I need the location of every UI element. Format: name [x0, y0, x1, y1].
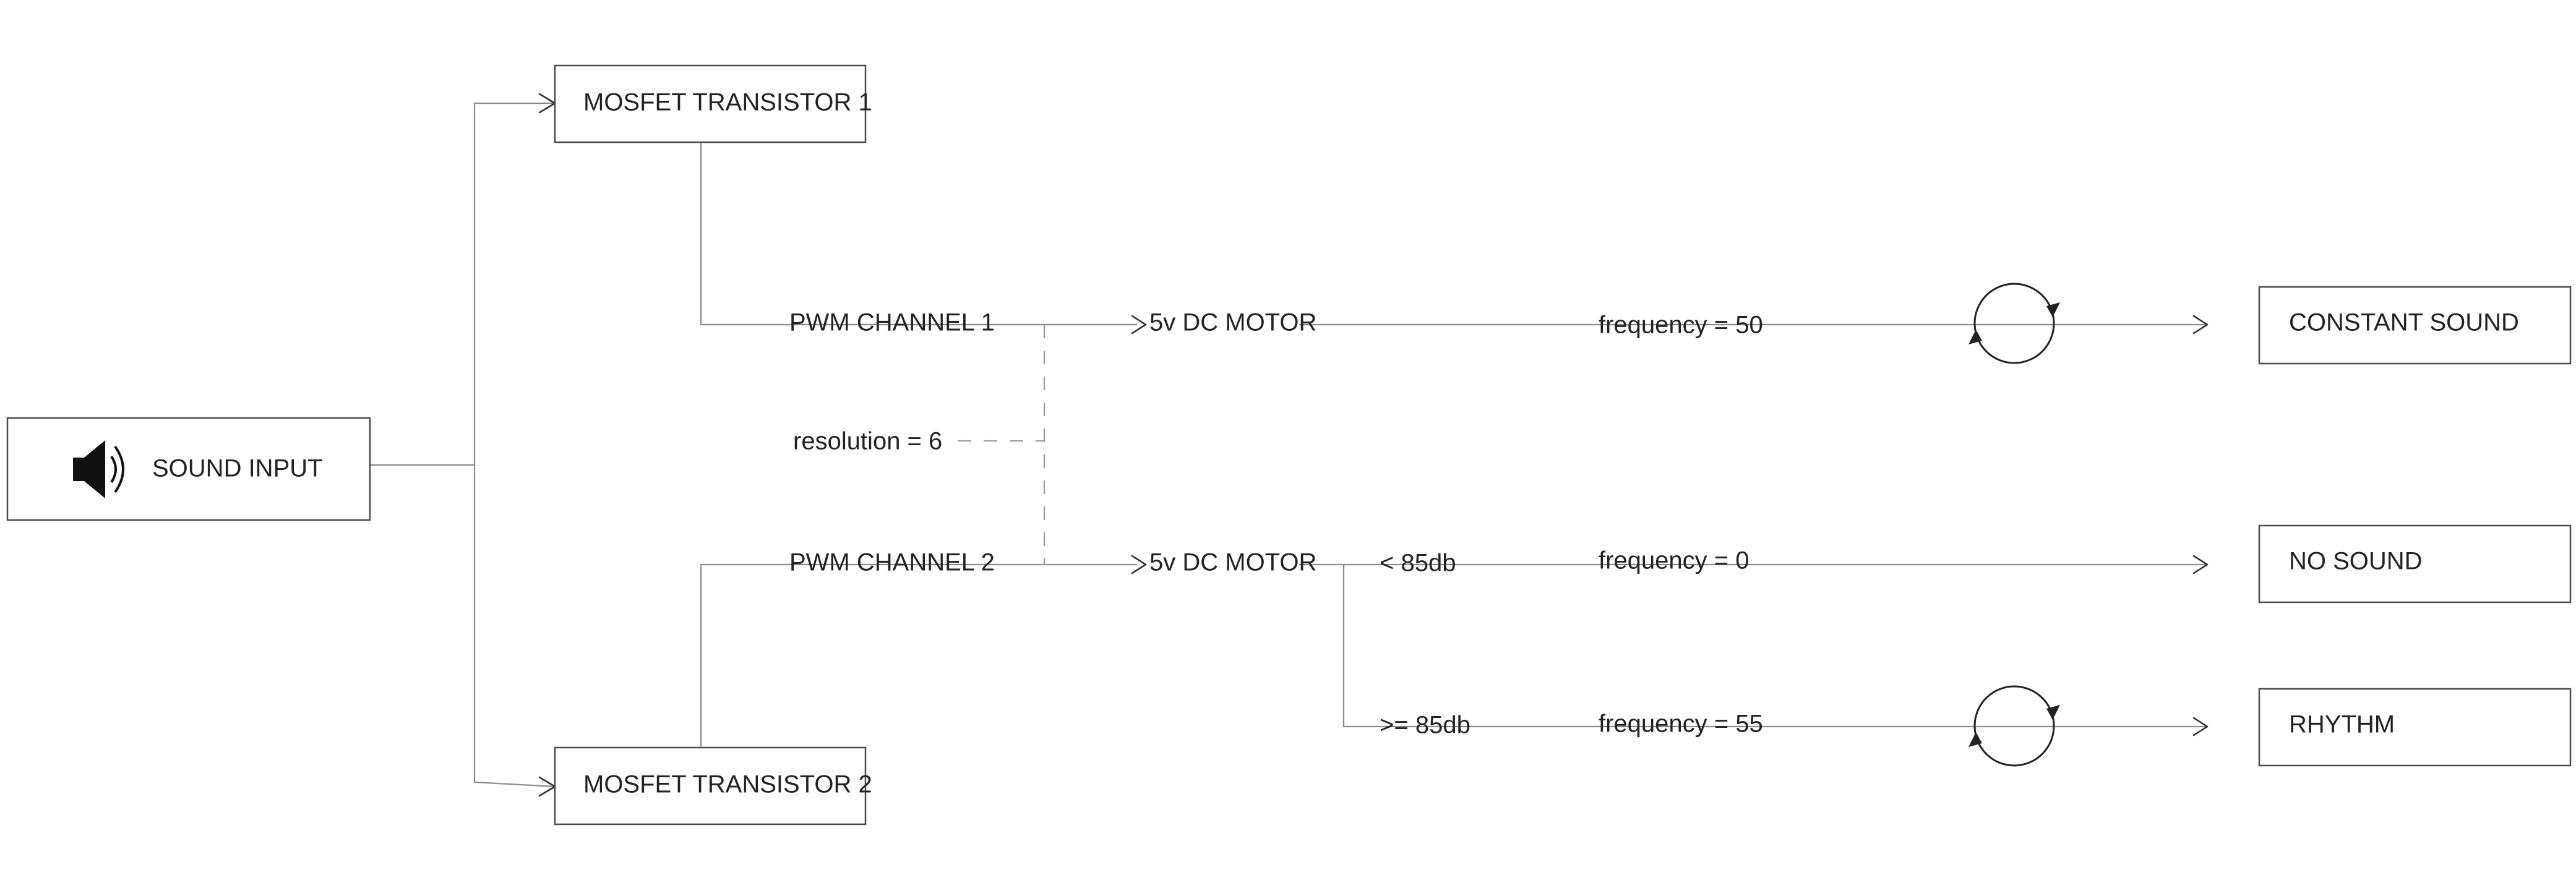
motor-2-label: 5v DC MOTOR — [1149, 549, 1316, 576]
motor-1-label: 5v DC MOTOR — [1149, 309, 1316, 336]
sound-input-node: SOUND INPUT — [6, 417, 371, 521]
wire-motor-2-rhythm — [1342, 565, 2207, 728]
arrow-to-constant-sound — [2192, 315, 2209, 335]
sound-input-label: SOUND INPUT — [152, 455, 323, 482]
mosfet-2-label: MOSFET TRANSISTOR 2 — [583, 771, 872, 798]
cycle-icon — [1968, 685, 2060, 767]
constant-sound-label: CONSTANT SOUND — [2289, 309, 2519, 336]
rhythm-box — [2258, 688, 2572, 767]
mosfet-1-node: MOSFET TRANSISTOR 1 — [554, 64, 872, 143]
frequency-0-label: frequency = 0 — [1599, 547, 1750, 574]
arrow-to-rhythm — [2192, 717, 2209, 736]
constant-sound-node: CONSTANT SOUND — [2258, 286, 2572, 365]
cycle-icon — [1968, 283, 2060, 364]
at-or-above-threshold-label: >= 85db — [1380, 712, 1470, 739]
wire-mosfet-2-pwm-2 — [700, 563, 1137, 748]
mosfet-2-node: MOSFET TRANSISTOR 2 — [554, 746, 872, 825]
connectors — [370, 102, 2207, 788]
below-threshold-label: < 85db — [1380, 550, 1456, 577]
mosfet-1-label: MOSFET TRANSISTOR 1 — [583, 89, 872, 116]
arrowheads — [538, 93, 2209, 797]
no-sound-node: NO SOUND — [2258, 524, 2572, 604]
wire-splitter-mosfet-1 — [473, 102, 555, 465]
no-sound-box — [2258, 524, 2572, 604]
mosfet-1-box — [554, 64, 867, 143]
pwm-channel-2-label: PWM CHANNEL 2 — [789, 549, 995, 576]
no-sound-label: NO SOUND — [2289, 548, 2423, 575]
rhythm-node: RHYTHM — [2258, 688, 2572, 767]
rhythm-label: RHYTHM — [2289, 711, 2395, 738]
arrow-to-no-sound — [2192, 555, 2209, 574]
sound-input-box — [6, 417, 371, 521]
arrow-to-motor-1 — [1131, 315, 1147, 335]
resolution-label: resolution = 6 — [793, 428, 942, 455]
wire-mosfet-1-pwm-1 — [700, 142, 1137, 326]
pwm-channel-1-label: PWM CHANNEL 1 — [789, 309, 995, 336]
mosfet-2-box — [554, 746, 867, 825]
arrow-to-motor-2 — [1131, 555, 1147, 574]
frequency-50-label: frequency = 50 — [1599, 312, 1763, 339]
frequency-55-label: frequency = 55 — [1599, 710, 1763, 738]
wire-splitter-mosfet-2 — [473, 465, 556, 788]
constant-sound-box — [2258, 286, 2572, 365]
speaker-icon — [73, 440, 124, 498]
